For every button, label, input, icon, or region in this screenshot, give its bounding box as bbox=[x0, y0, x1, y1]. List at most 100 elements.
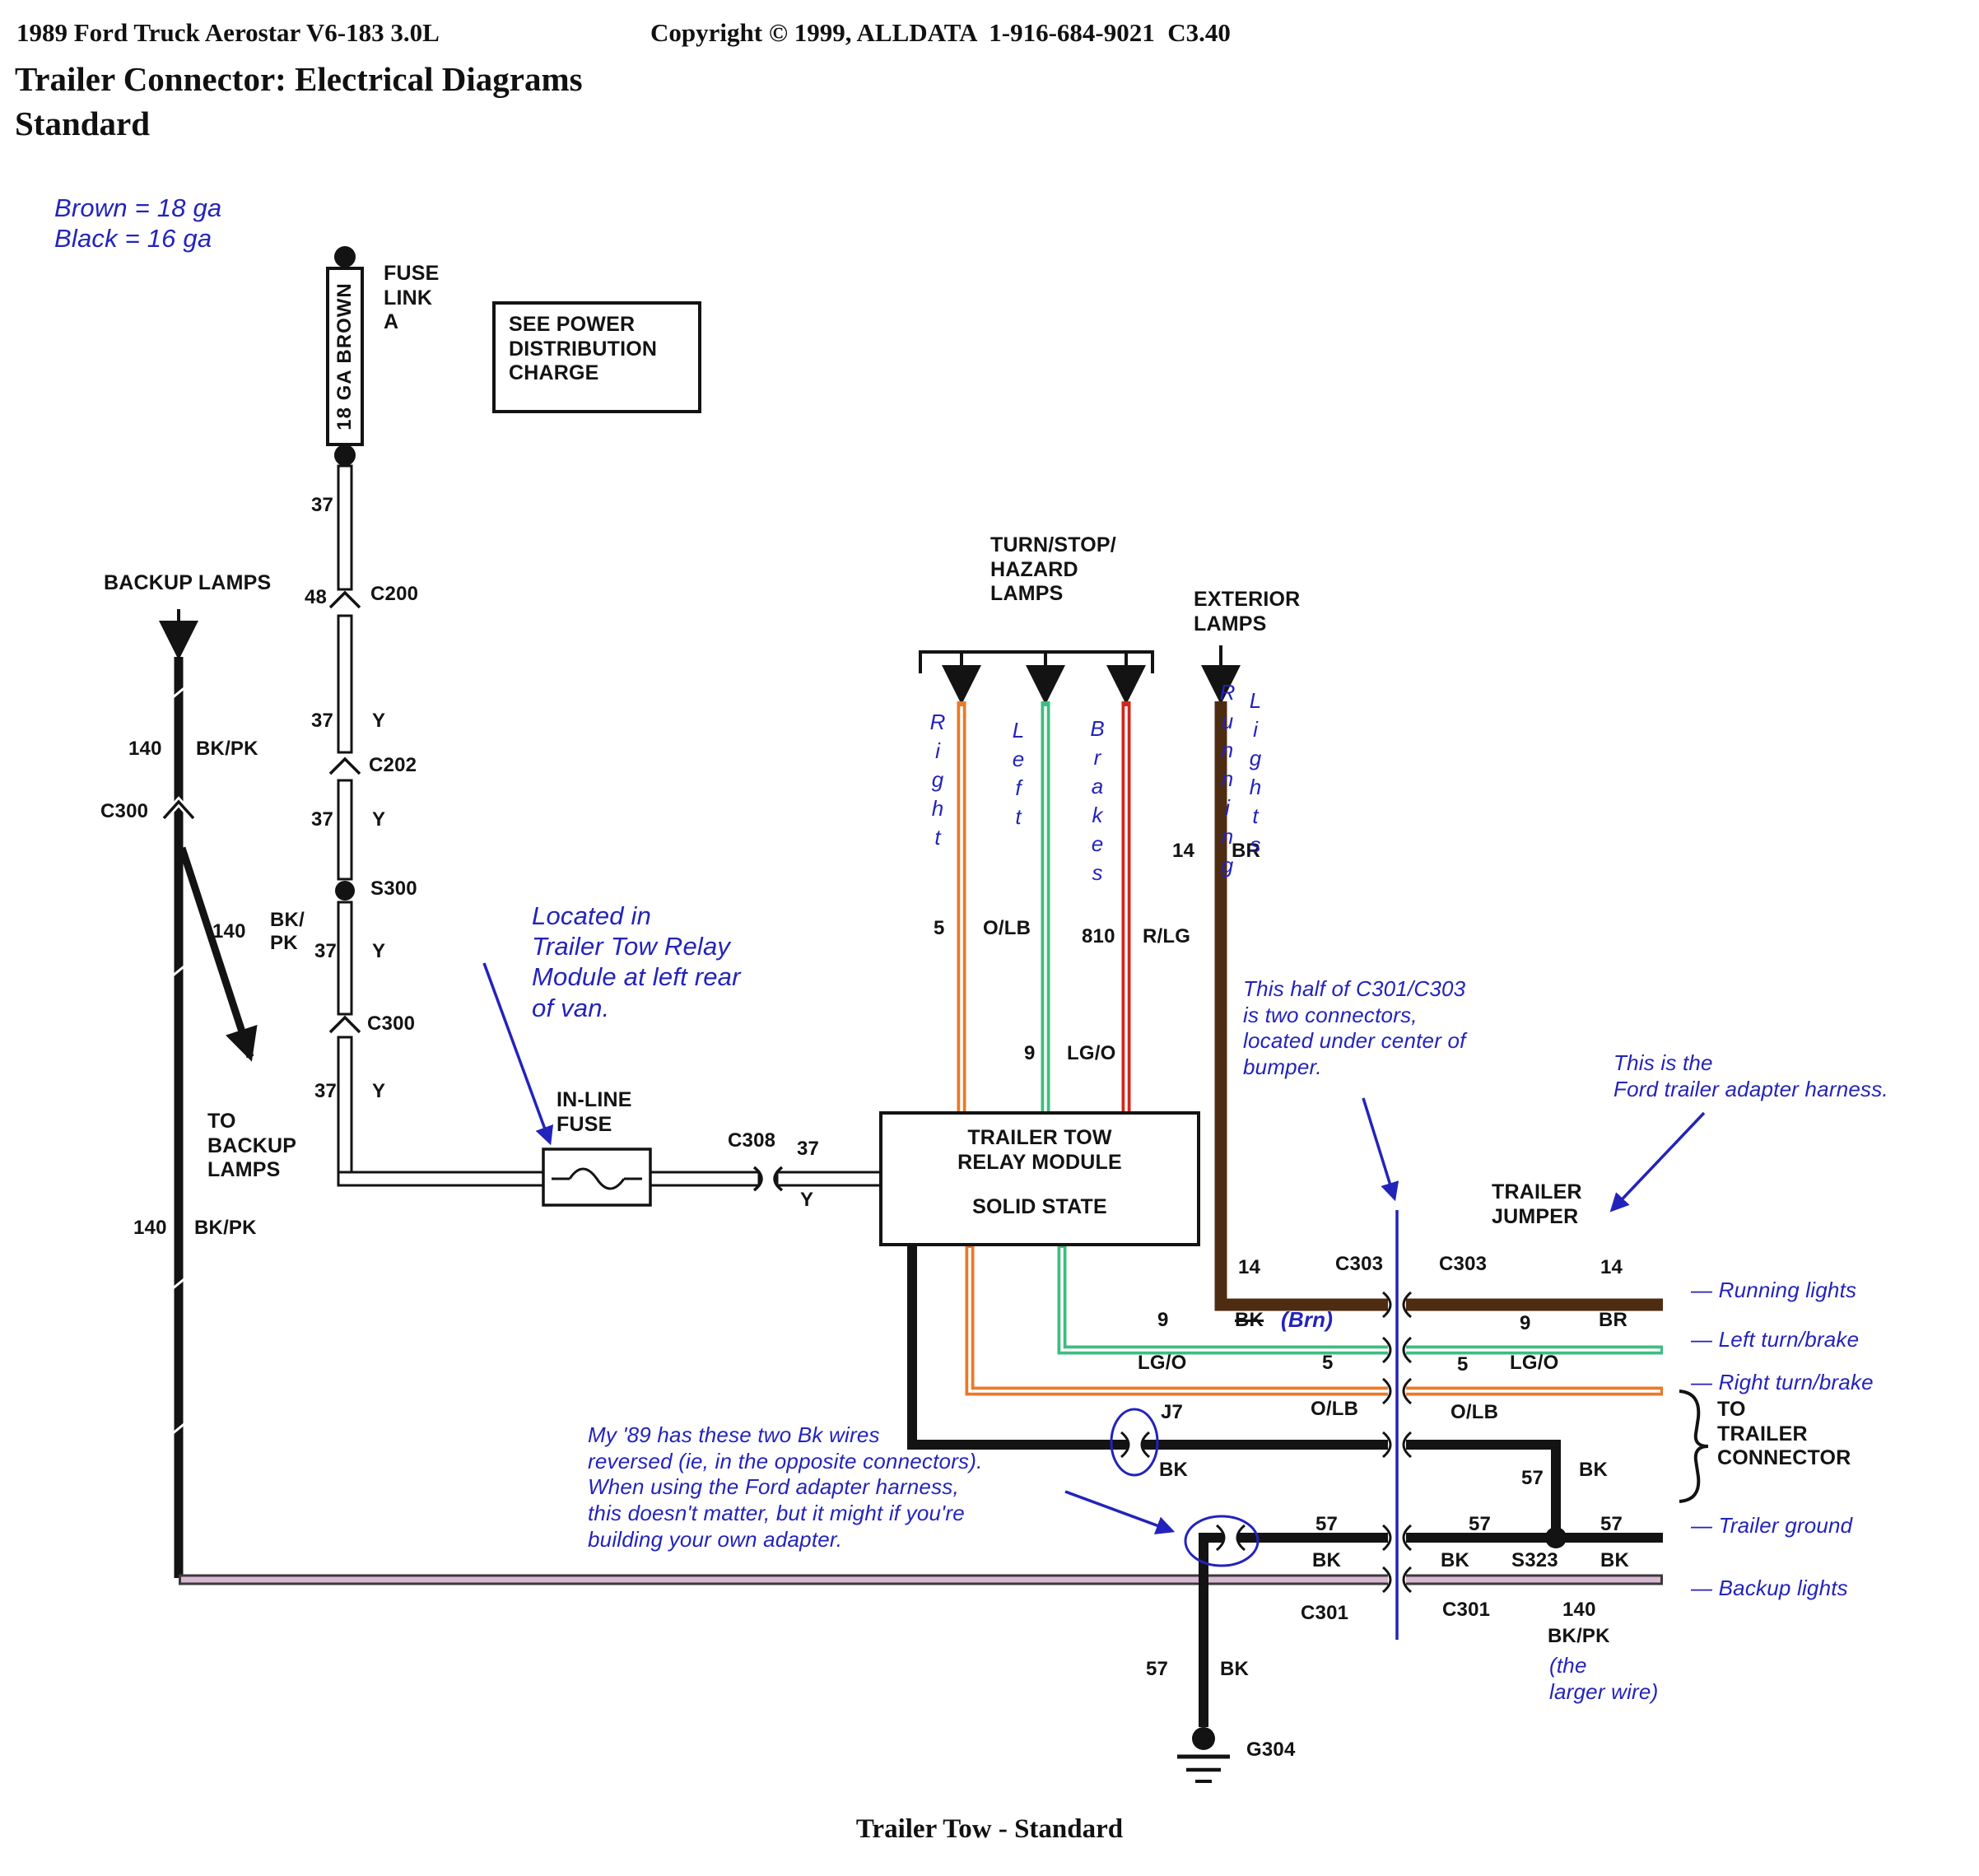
vertical-annotation: Brakes bbox=[1085, 716, 1110, 889]
wire-label: Y bbox=[800, 1189, 814, 1211]
wire-label: G304 bbox=[1246, 1739, 1296, 1761]
vertical-annotation: Lights bbox=[1243, 688, 1268, 861]
wire-label: BK bbox=[1579, 1459, 1609, 1481]
wire-label: 57 bbox=[1521, 1467, 1544, 1489]
annotation: My '89 has these two Bk wires reversed (… bbox=[588, 1422, 983, 1552]
wire-label: BK bbox=[1220, 1658, 1250, 1680]
component-label: BACKUP LAMPS bbox=[104, 571, 272, 594]
wire-label: 5 bbox=[1322, 1352, 1334, 1374]
wire-label: 57 bbox=[1600, 1513, 1623, 1535]
wire-label: 37 bbox=[797, 1138, 820, 1160]
component-label: EXTERIOR LAMPS bbox=[1194, 588, 1301, 635]
lamp-arrows bbox=[919, 645, 1241, 705]
wire-label: C308 bbox=[728, 1129, 776, 1152]
wire-label: 48 bbox=[305, 586, 328, 608]
wire-label: BK bbox=[1312, 1549, 1342, 1571]
wire-label: C202 bbox=[369, 754, 417, 776]
wire-label: Y bbox=[372, 710, 386, 732]
component-label: TO BACKUP LAMPS bbox=[207, 1110, 297, 1181]
annotation: Brown = 18 ga Black = 16 ga bbox=[54, 193, 222, 254]
wire-label: Y bbox=[372, 940, 386, 962]
wire-label: C300 bbox=[100, 800, 149, 822]
wire-label: 140 bbox=[133, 1217, 167, 1239]
wire-label: Y bbox=[372, 808, 386, 831]
wire-label: BK bbox=[1600, 1549, 1630, 1571]
wire-label: LG/O bbox=[1510, 1352, 1559, 1374]
wire-label: C200 bbox=[370, 583, 419, 605]
wire-label: 37 bbox=[311, 808, 334, 831]
wire-label: O/LB bbox=[1311, 1398, 1359, 1420]
component-label: TRAILER JUMPER bbox=[1492, 1180, 1582, 1228]
annotation: This half of C301/C303 is two connectors… bbox=[1243, 976, 1466, 1080]
wire-label: 9 bbox=[1024, 1042, 1036, 1064]
wire-label: O/LB bbox=[1450, 1401, 1499, 1423]
wire-label: LG/O bbox=[1138, 1352, 1187, 1374]
inline-fuse-symbol bbox=[542, 1147, 652, 1207]
wire-label: BK bbox=[1441, 1549, 1470, 1571]
annotation: (the larger wire) bbox=[1549, 1653, 1659, 1704]
vertical-annotation: Left bbox=[1006, 718, 1031, 833]
wire-label: 810 bbox=[1082, 925, 1115, 947]
wire-label: 140 bbox=[212, 920, 246, 943]
wire-label: 14 bbox=[1238, 1256, 1261, 1278]
annotation: — Trailer ground bbox=[1691, 1513, 1853, 1538]
ground-symbol bbox=[1177, 1727, 1230, 1783]
circuit-wires bbox=[907, 701, 1663, 1727]
wire-label: 5 bbox=[934, 917, 945, 939]
component-label: SEE POWER DISTRIBUTION CHARGE bbox=[509, 313, 658, 384]
vehicle-title: 1989 Ford Truck Aerostar V6-183 3.0L bbox=[16, 18, 440, 47]
wire-label: 9 bbox=[1520, 1312, 1531, 1334]
annotation: — Backup lights bbox=[1691, 1576, 1848, 1600]
wire-label: Y bbox=[372, 1080, 386, 1102]
wire-label: C301 bbox=[1442, 1599, 1491, 1621]
relay-module-box bbox=[879, 1111, 1200, 1246]
wire-label: S300 bbox=[370, 877, 417, 900]
annotation: This is the Ford trailer adapter harness… bbox=[1613, 1050, 1888, 1101]
fuse-link-wire-label: 18 GA BROWN bbox=[333, 282, 356, 431]
annotation: Located in Trailer Tow Relay Module at l… bbox=[532, 901, 741, 1022]
vertical-annotation: Right bbox=[925, 710, 950, 854]
wire-label: 14 bbox=[1172, 840, 1195, 862]
annotation-arrows bbox=[482, 962, 1706, 1567]
copyright-text: Copyright © 1999, ALLDATA 1-916-684-9021… bbox=[650, 18, 1231, 47]
wire-label: 9 bbox=[1157, 1309, 1169, 1331]
component-label: FUSE LINK A bbox=[384, 262, 440, 333]
connector-symbols bbox=[1120, 1210, 1412, 1640]
component-label: TURN/STOP/ HAZARD LAMPS bbox=[990, 533, 1116, 605]
wire-label: 14 bbox=[1600, 1256, 1623, 1278]
wire-label: J7 bbox=[1161, 1401, 1184, 1423]
wire-label: O/LB bbox=[983, 917, 1031, 939]
wire-label: S323 bbox=[1511, 1549, 1558, 1571]
wire-label: BR bbox=[1232, 840, 1261, 862]
wire-label: 140 bbox=[1562, 1599, 1596, 1621]
wire-label: 37 bbox=[314, 1080, 338, 1102]
wire-label: C303 bbox=[1439, 1253, 1488, 1275]
trailer-connector-brace bbox=[1679, 1390, 1709, 1503]
wire-label: 57 bbox=[1315, 1513, 1339, 1535]
annotation: — Running lights bbox=[1691, 1278, 1857, 1302]
power-distribution-box bbox=[492, 301, 701, 413]
wire-label: R/LG bbox=[1143, 925, 1191, 947]
wire-label: 37 bbox=[314, 940, 338, 962]
wire-label: BK/PK bbox=[194, 1217, 257, 1239]
page-subtitle: Standard bbox=[15, 105, 151, 142]
diagram-caption: Trailer Tow - Standard bbox=[855, 1814, 1124, 1844]
wire-label: 57 bbox=[1469, 1513, 1492, 1535]
component-label: IN-LINE FUSE bbox=[556, 1088, 632, 1136]
wire-label: BK bbox=[1159, 1459, 1189, 1481]
wire-label: 37 bbox=[311, 710, 334, 732]
component-label: SOLID STATE bbox=[972, 1195, 1107, 1218]
wire-label: BK/ PK bbox=[270, 909, 305, 955]
wire-label: BK/PK bbox=[1548, 1625, 1610, 1647]
vertical-annotation: Running bbox=[1215, 680, 1240, 882]
annotation: (Brn) bbox=[1281, 1307, 1334, 1332]
wire-label: C301 bbox=[1301, 1602, 1349, 1624]
wire-label: BR bbox=[1599, 1309, 1628, 1331]
annotation: — Left turn/brake bbox=[1691, 1327, 1860, 1352]
component-label: TO TRAILER CONNECTOR bbox=[1717, 1398, 1851, 1469]
wire-label: C300 bbox=[367, 1012, 416, 1035]
wire-label: 140 bbox=[128, 738, 162, 760]
